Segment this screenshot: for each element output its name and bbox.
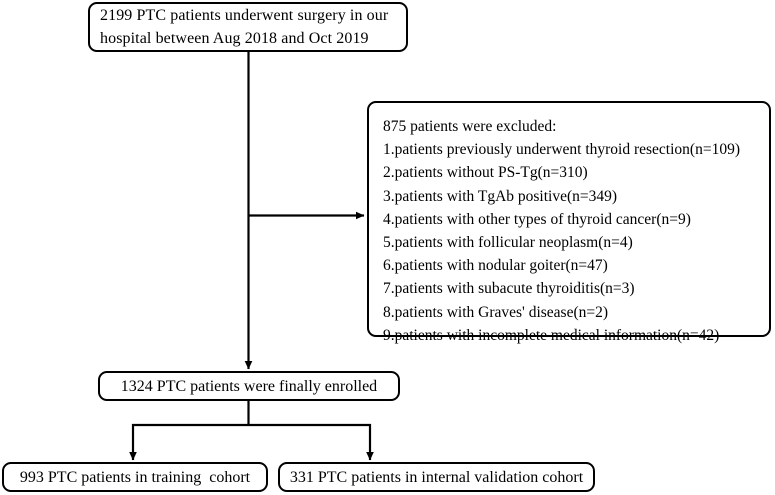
- node-training-cohort: 993 PTC patients in training cohort: [2, 462, 268, 492]
- node-exclusion-criteria: 875 patients were excluded: 1.patients p…: [367, 101, 771, 344]
- node-exclusion-label: 875 patients were excluded: 1.patients p…: [383, 118, 740, 344]
- node-enrolled-cohort: 1324 PTC patients were finally enrolled: [98, 371, 400, 401]
- node-training-label: 993 PTC patients in training cohort: [19, 468, 251, 486]
- node-source-label: 2199 PTC patients underwent surgery in o…: [100, 7, 389, 47]
- node-source-population: 2199 PTC patients underwent surgery in o…: [88, 2, 408, 52]
- node-validation-label: 331 PTC patients in internal validation …: [289, 468, 584, 486]
- node-internal-validation-cohort: 331 PTC patients in internal validation …: [278, 462, 595, 492]
- node-enrolled-label: 1324 PTC patients were finally enrolled: [120, 377, 378, 395]
